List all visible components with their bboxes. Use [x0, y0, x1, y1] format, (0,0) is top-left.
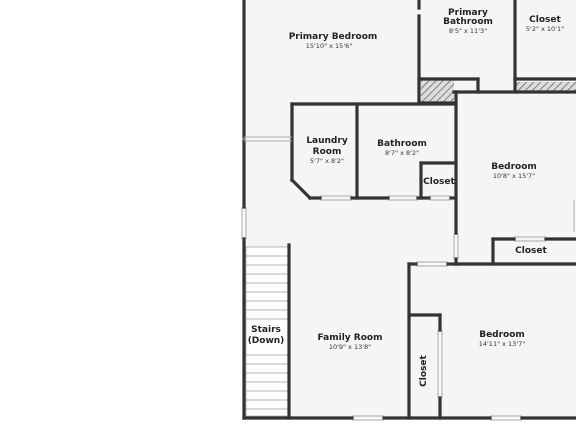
room-labels: Primary Bedroom 15'10" x 15'6" Primary B… [246, 8, 564, 387]
stairs-name-line2: (Down) [248, 336, 285, 346]
bedroom-bottom-name: Bedroom [479, 330, 525, 340]
bedroom-bottom-dims: 14'11" x 13'7" [479, 340, 525, 348]
closet-top-dims: 5'2" x 10'1" [526, 25, 564, 33]
laundry-room-dims: 5'7" x 8'2" [310, 157, 344, 165]
hatched-shaft-right [516, 82, 576, 92]
bathroom-dims: 8'7" x 8'2" [385, 149, 419, 157]
primary-bedroom-name: Primary Bedroom [289, 32, 378, 42]
primary-bathroom-dims: 8'5" x 11'3" [449, 27, 487, 35]
openings [241, 136, 575, 421]
laundry-room-name-line1: Laundry [306, 136, 348, 146]
primary-bedroom-dims: 15'10" x 15'6" [306, 42, 352, 50]
hatched-shaft [421, 79, 454, 103]
closet-bath-name: Closet [423, 177, 455, 187]
closet-vertical-name: Closet [419, 354, 429, 386]
laundry-room-name-line2: Room [313, 147, 342, 157]
bedroom-right-dims: 10'8" x 15'7" [493, 172, 535, 180]
family-room-name: Family Room [318, 333, 383, 343]
closet-right-name: Closet [515, 246, 547, 256]
bedroom-right-name: Bedroom [491, 162, 537, 172]
family-room-dims: 10'9" x 13'8" [329, 343, 371, 351]
bathroom-name: Bathroom [377, 139, 427, 149]
closet-top-name: Closet [529, 15, 561, 25]
walls [242, 0, 576, 420]
stairs-name-line1: Stairs [251, 325, 281, 335]
primary-bathroom-name-line1: Primary [448, 8, 488, 18]
primary-bathroom-name-line2: Bathroom [443, 17, 493, 27]
stairs-treads [245, 246, 290, 417]
